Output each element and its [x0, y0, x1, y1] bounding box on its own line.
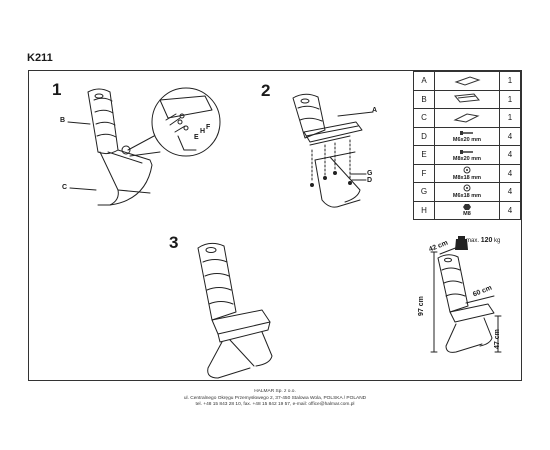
model-title: K211 [27, 52, 53, 64]
footer-company: HALMAR Sp. z o.o. [254, 389, 296, 394]
nut-icon [462, 203, 472, 212]
part-code: F [413, 163, 435, 183]
part-quantity: 4 [499, 126, 521, 146]
seat-icon [452, 76, 482, 88]
part-code: E [413, 145, 435, 165]
step-number-2: 2 [261, 81, 271, 100]
backrest-icon [452, 93, 482, 106]
dimension-seat-height: 47 cm [494, 329, 501, 349]
step3-chair [197, 242, 273, 379]
callout-a: A [372, 107, 378, 114]
dimension-height: 97 cm [418, 296, 425, 316]
callout-e: E [194, 134, 199, 141]
part-row: F M8x18 mm 4 [413, 163, 521, 183]
bolt-icon [460, 148, 474, 157]
footer-address: ul. Centralnego Okręgu Przemysłowego 2, … [183, 395, 367, 401]
step1-detail-zoom [127, 87, 221, 157]
callout-h: H [200, 128, 206, 135]
part-row: E M8x20 mm 4 [413, 145, 521, 165]
step-number-3: 3 [169, 233, 179, 252]
part-quantity: 4 [499, 182, 521, 202]
washer-icon [463, 166, 471, 176]
part-code: D [413, 126, 435, 146]
part-quantity: 4 [499, 163, 521, 183]
part-picture: M8x20 mm [434, 145, 500, 165]
part-picture: M8 [434, 200, 500, 220]
part-spec: M6x18 mm [452, 193, 482, 200]
callout-d: D [367, 177, 373, 184]
instruction-frame [28, 70, 522, 381]
part-spec: M6x20 mm [452, 137, 482, 144]
part-picture: M6x20 mm [434, 126, 500, 146]
max-load-label: max. 120 kg [466, 237, 501, 244]
callout-f: F [206, 124, 211, 131]
step-number-1: 1 [52, 80, 62, 99]
part-quantity: 4 [499, 145, 521, 165]
callout-c: C [62, 184, 68, 191]
company-footer: HALMAR Sp. z o.o. ul. Centralnego Okręgu… [0, 389, 550, 409]
part-spec: M8x18 mm [452, 174, 482, 181]
part-picture: M8x18 mm [434, 163, 500, 183]
part-row: D M6x20 mm 4 [413, 126, 521, 146]
step1-chair [87, 88, 153, 206]
part-spec: M8x20 mm [452, 155, 482, 162]
footer-contact: tel. +48 15 843 28 10, fax. +48 15 842 1… [195, 402, 355, 408]
dimension-chair [430, 246, 502, 353]
part-row: H M8 4 [413, 200, 521, 220]
callout-b: B [60, 117, 66, 124]
part-spec: M8 [463, 211, 471, 218]
step2-chair [292, 93, 363, 208]
part-quantity: 4 [499, 200, 521, 220]
washer-icon [463, 184, 471, 194]
callout-g: G [367, 170, 373, 177]
bolt-icon [460, 129, 474, 138]
part-picture: M6x18 mm [434, 182, 500, 202]
frame-icon [452, 113, 482, 125]
part-code: H [413, 200, 435, 220]
